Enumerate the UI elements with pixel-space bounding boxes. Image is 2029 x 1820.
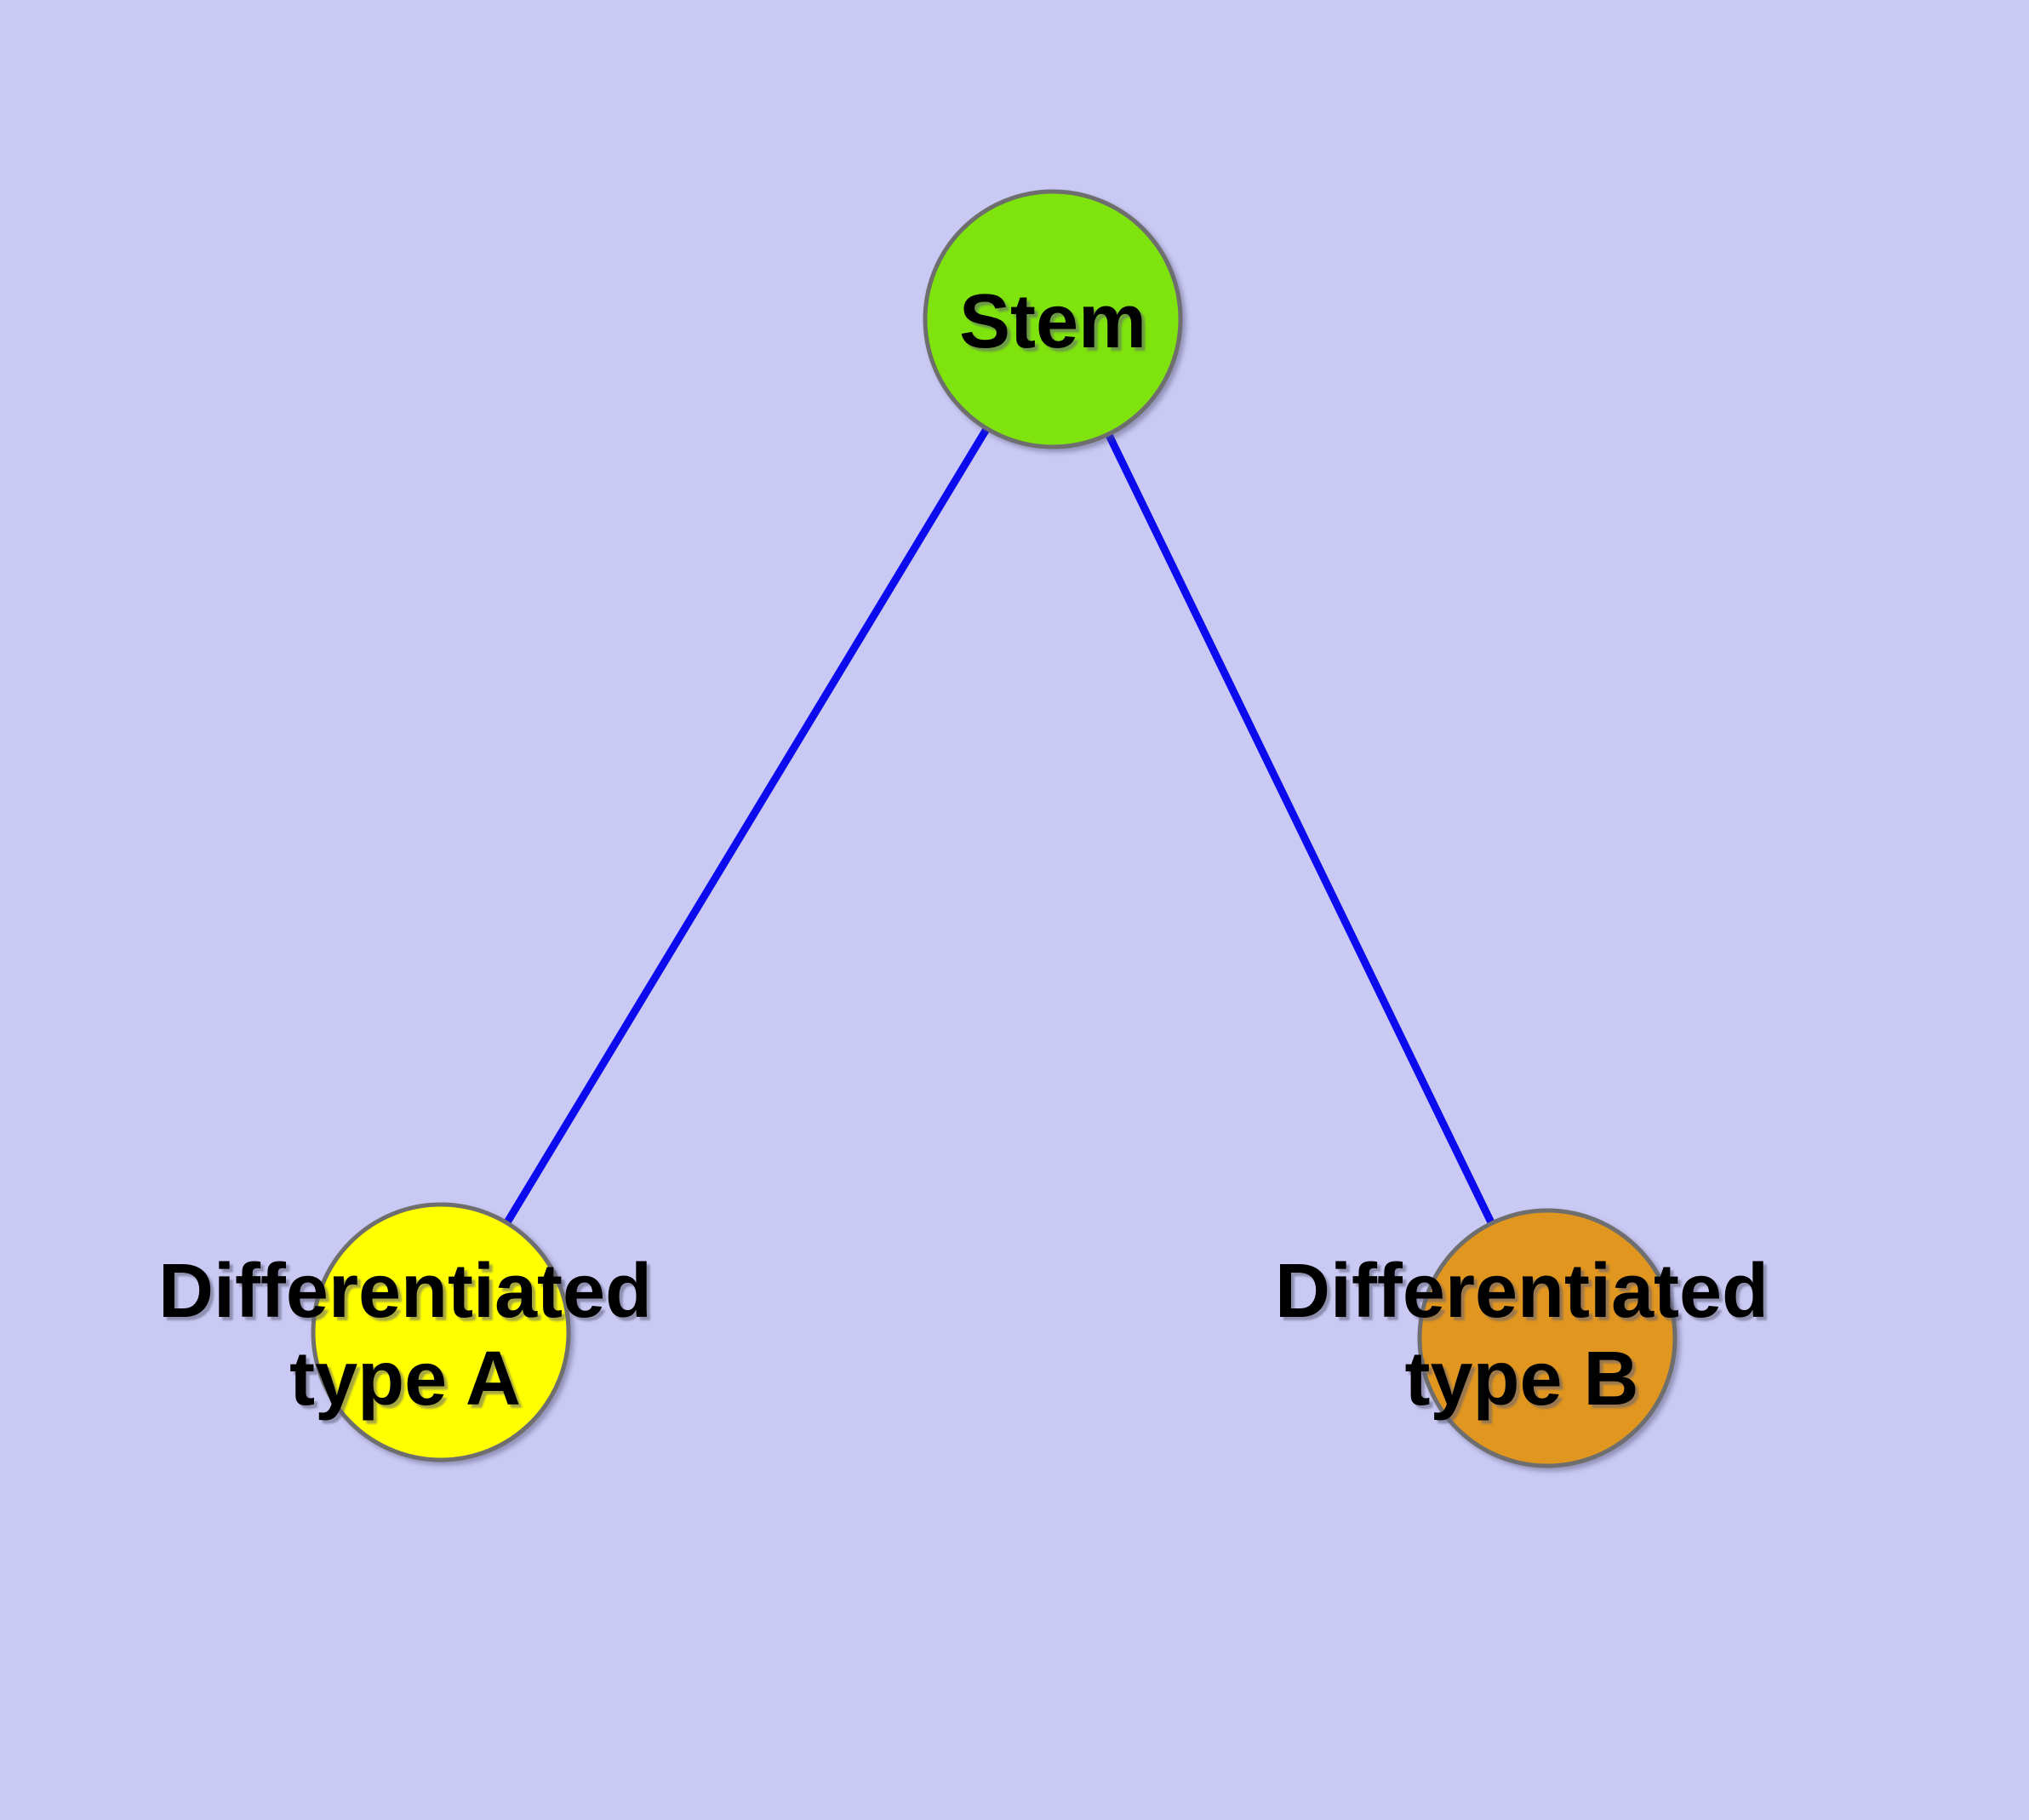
node-type-b-circle — [1417, 1208, 1677, 1468]
node-stem-label: Stem — [959, 279, 1146, 364]
node-type-b-label-line2: type B — [1404, 1336, 1638, 1422]
edge-stem-to-type-b — [1049, 315, 1552, 1342]
node-stem-circle — [923, 189, 1183, 449]
node-type-a-circle — [311, 1202, 571, 1462]
edge-stem-to-type-a — [437, 315, 1057, 1336]
node-type-a-label-line1: Differentiated — [158, 1249, 652, 1334]
node-type-b-label-line1: Differentiated — [1275, 1249, 1769, 1334]
node-type-a-label-line2: type A — [289, 1336, 521, 1422]
